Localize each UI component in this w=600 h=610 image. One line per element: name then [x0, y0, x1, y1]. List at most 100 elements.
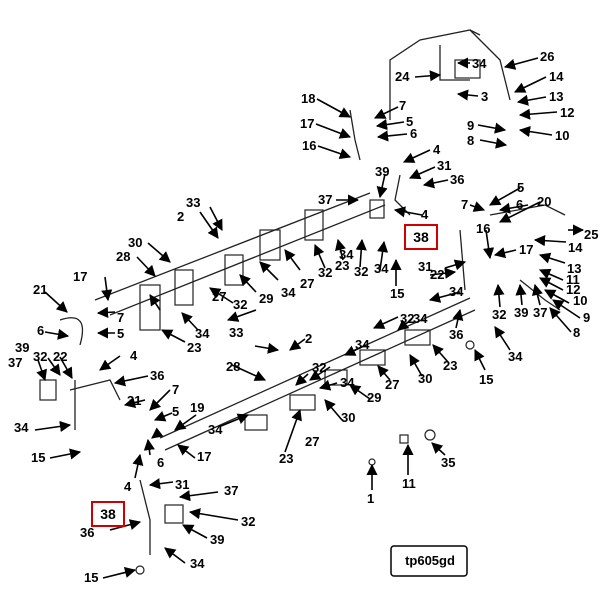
callout-6c: 6 [37, 323, 45, 338]
callout-15b: 15 [390, 286, 405, 301]
callout-11b: 11 [402, 476, 416, 491]
callout-17c: 17 [73, 269, 88, 284]
highlighted-callout-38-bottom[interactable]: 38 [91, 501, 125, 527]
callout-27: 27 [300, 276, 315, 291]
callout-34g: 34 [195, 326, 210, 341]
callout-32g: 32 [400, 311, 415, 326]
callout-26: 26 [540, 49, 555, 64]
callout-32: 32 [492, 307, 507, 322]
callout-29b: 29 [367, 390, 382, 405]
callout-6d: 6 [157, 455, 165, 470]
callout-4b: 4 [421, 207, 429, 222]
callout-15d: 15 [84, 570, 99, 585]
drawing-id-label: tp605gd [405, 553, 455, 568]
callout-28b: 28 [226, 359, 241, 374]
callout-8: 8 [467, 133, 475, 148]
callout-37b: 37 [533, 305, 548, 320]
callout-23d: 23 [279, 451, 294, 466]
callout-3: 3 [481, 89, 489, 104]
callout-30c: 30 [341, 410, 356, 425]
callout-32d: 32 [233, 297, 248, 312]
callout-25: 25 [584, 227, 599, 242]
callout-5: 5 [406, 114, 414, 129]
callout-16b: 16 [476, 221, 491, 236]
callout-15c: 15 [31, 450, 46, 465]
callout-4c: 4 [130, 348, 138, 363]
callout-7d: 7 [172, 382, 180, 397]
callout-31b: 31 [418, 259, 433, 274]
callout-34m: 34 [190, 556, 205, 571]
callout-9b: 9 [583, 310, 591, 325]
callout-34b: 34 [508, 349, 523, 364]
callout-12b: 12 [566, 282, 581, 297]
callout-27d: 27 [305, 434, 320, 449]
callout-9: 9 [467, 118, 475, 133]
callout-31d: 31 [175, 477, 190, 492]
callout-21: 21 [33, 282, 48, 297]
callout-34h: 34 [14, 420, 29, 435]
callout-22: 22 [430, 267, 445, 282]
callout-22b: 22 [53, 349, 68, 364]
drawing-id-box [390, 545, 468, 577]
callout-4d: 4 [124, 479, 132, 494]
callout-7b: 7 [461, 197, 469, 212]
callout-34j: 34 [413, 311, 428, 326]
callout-34d: 34 [374, 261, 389, 276]
callout-34c: 34 [449, 284, 464, 299]
callout-10b: 10 [573, 293, 588, 308]
callout-2b: 2 [305, 331, 313, 346]
callout-30: 30 [128, 235, 143, 250]
callout-34k: 34 [340, 375, 355, 390]
callout-37c: 37 [8, 355, 23, 370]
callout-13b: 13 [567, 261, 582, 276]
callout-4: 4 [433, 142, 441, 157]
callout-2: 2 [177, 209, 185, 224]
highlighted-callout-38-top[interactable]: 38 [404, 224, 438, 250]
callout-33b: 33 [229, 325, 244, 340]
callout-39d: 39 [210, 532, 225, 547]
callout-34i: 34 [355, 337, 370, 352]
callout-37d: 37 [224, 483, 239, 498]
callout-8b: 8 [573, 325, 581, 340]
callout-17d: 17 [197, 449, 212, 464]
leader-arrows [34, 57, 585, 579]
callout-14: 14 [549, 69, 564, 84]
callout-32e: 32 [33, 349, 48, 364]
callout-17: 17 [300, 116, 315, 131]
callout-32h: 32 [241, 514, 256, 529]
callout-31: 31 [437, 158, 452, 173]
callout-6: 6 [410, 126, 418, 141]
callout-6b: 6 [516, 197, 524, 212]
callout-15: 15 [479, 372, 494, 387]
callout-17b: 17 [519, 242, 534, 257]
callout-23: 23 [335, 258, 350, 273]
callout-5b: 5 [517, 180, 525, 195]
callout-28: 28 [116, 249, 131, 264]
callout-7c: 7 [117, 310, 125, 325]
callout-36d: 36 [80, 525, 95, 540]
callout-30b: 30 [418, 371, 433, 386]
callout-13: 13 [549, 89, 564, 104]
callout-36c: 36 [150, 368, 165, 383]
callout-32f: 32 [312, 360, 327, 375]
callout-34l: 34 [208, 422, 223, 437]
callout-34e: 34 [339, 247, 354, 262]
callout-36: 36 [450, 172, 465, 187]
callout-19: 19 [190, 400, 205, 415]
callout-1: 1 [367, 491, 375, 506]
callout-31c: 31 [127, 393, 142, 408]
callout-32b: 32 [354, 264, 369, 279]
callout-5c: 5 [117, 326, 125, 341]
callout-14b: 14 [568, 240, 583, 255]
callout-27b: 27 [212, 289, 227, 304]
callout-7: 7 [399, 98, 407, 113]
callout-23c: 23 [443, 358, 458, 373]
callout-18: 18 [301, 91, 316, 106]
callout-16: 16 [302, 138, 317, 153]
callout-5d: 5 [172, 404, 180, 419]
callout-34: 34 [472, 56, 487, 71]
callout-12: 12 [560, 105, 575, 120]
callout-39: 39 [375, 164, 390, 179]
callout-39b: 39 [514, 305, 529, 320]
